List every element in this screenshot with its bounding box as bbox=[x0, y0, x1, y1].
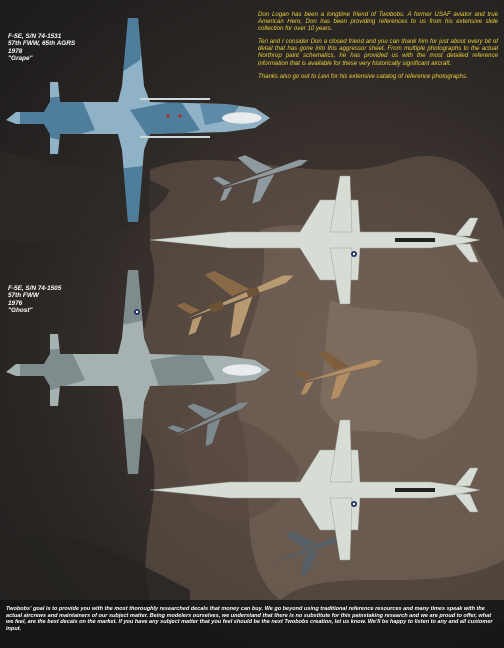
grape-caption: F-5E, S/N 74-1531 57th FWW, 65th AGRS 19… bbox=[8, 33, 75, 63]
ghost-year: 1976 bbox=[8, 299, 23, 307]
intro-paragraph-3: Thanks also go out to Levi for his exten… bbox=[258, 72, 468, 80]
ghost-name: "Ghost" bbox=[8, 307, 33, 315]
grape-name: "Grape" bbox=[8, 55, 33, 63]
grape-year: 1978 bbox=[8, 47, 23, 55]
grape-serial: F-5E, S/N 74-1531 bbox=[8, 33, 62, 40]
intro-paragraph-2: Teri and I consider Don a closed friend … bbox=[258, 38, 498, 67]
ghost-serial: F-5E, S/N 74-1505 bbox=[8, 285, 62, 292]
ghost-unit: 57th FWW bbox=[8, 292, 39, 300]
footer-text: Twobobs' goal is to provide you with the… bbox=[6, 606, 493, 632]
footer-banner: Twobobs' goal is to provide you with the… bbox=[0, 600, 504, 648]
grape-unit: 57th FWW, 65th AGRS bbox=[8, 40, 76, 48]
intro-paragraph-1: Don Logan has been a longtime friend of … bbox=[258, 11, 498, 33]
acknowledgements-text: Don Logan has been a longtime friend of … bbox=[258, 11, 498, 86]
ghost-caption: F-5E, S/N 74-1505 57th FWW 1976 "Ghost" bbox=[8, 285, 61, 315]
